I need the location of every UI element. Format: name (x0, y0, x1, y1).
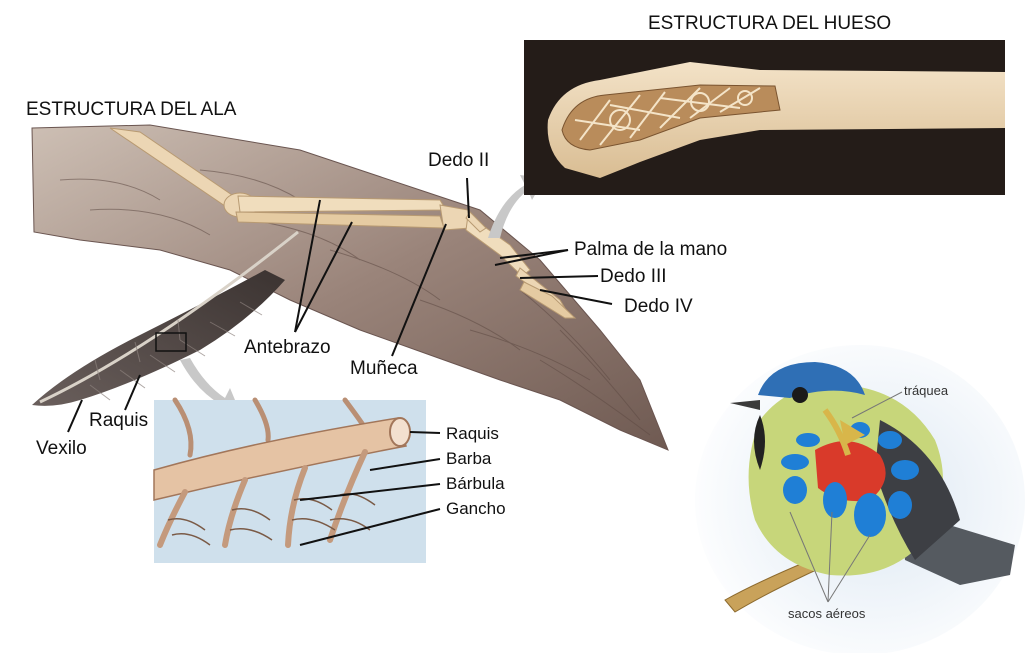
label-feather-raquis: Raquis (89, 410, 149, 431)
feather-illustration (32, 230, 299, 433)
bird-throat (754, 415, 765, 470)
bone-photo (524, 40, 1005, 195)
finger-bone-iv (519, 281, 577, 319)
bird-leaders (789, 391, 903, 603)
label-barbula: Bárbula (446, 474, 505, 493)
label-dedo-ii: Dedo II (428, 150, 490, 171)
detail-leaders (299, 431, 441, 546)
bird-beak (730, 400, 760, 410)
bird-trachea (822, 408, 851, 456)
label-dedo-iii: Dedo III (600, 266, 667, 287)
label-gancho: Gancho (446, 499, 506, 518)
feather-detail-panel (153, 397, 441, 563)
wing-bones (109, 127, 577, 319)
finger-bone-ii (465, 211, 487, 233)
label-muneca: Muñeca (350, 358, 418, 379)
label-barba: Barba (446, 449, 492, 468)
bird-eye (792, 387, 808, 403)
label-sacos-aereos: sacos aéreos (788, 606, 866, 621)
wing-membrane (31, 124, 669, 451)
syrinx (840, 420, 865, 445)
label-antebrazo: Antebrazo (244, 337, 331, 358)
wing-title: ESTRUCTURA DEL ALA (26, 99, 237, 120)
feather-leaders (67, 374, 141, 433)
bird-wing (875, 420, 960, 560)
label-dedo-iv: Dedo IV (624, 296, 693, 317)
arrow-to-detail (180, 358, 240, 412)
detail-rachis (153, 417, 407, 501)
label-palma: Palma de la mano (574, 239, 728, 260)
feather-zoom-box (155, 332, 187, 352)
bone-trabeculae (574, 87, 761, 146)
wing-leaders (294, 177, 613, 357)
label-detail-raquis: Raquis (446, 424, 499, 443)
detail-barbules (167, 493, 376, 546)
air-sacs (781, 422, 919, 537)
bird-illustration (695, 345, 1025, 653)
wing-illustration (31, 124, 669, 451)
bone-title: ESTRUCTURA DEL HUESO (648, 13, 892, 34)
label-traquea: tráquea (904, 383, 949, 398)
feather-barbs (89, 301, 263, 401)
bird-head-cap (758, 362, 865, 398)
label-vexilo: Vexilo (36, 438, 87, 459)
